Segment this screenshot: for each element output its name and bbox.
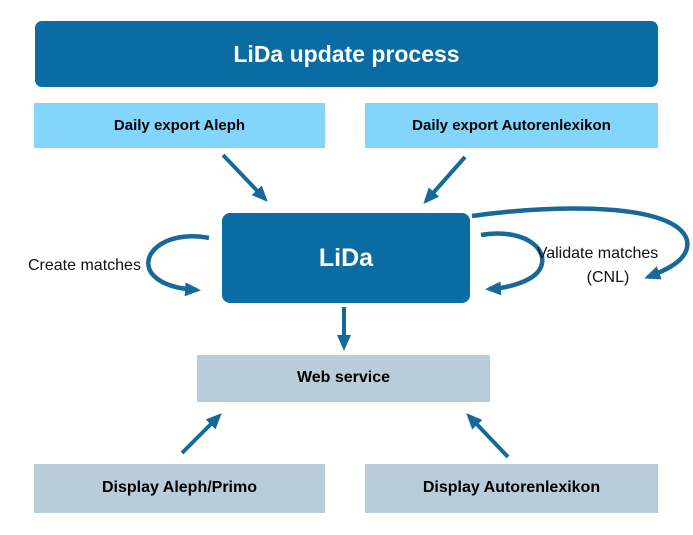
arrow-export-aleph-to-lida — [221, 153, 268, 202]
arrow-export-autorenlexikon-to-lida — [423, 155, 467, 204]
node-label: LiDa — [318, 243, 374, 272]
arrow-display-autorenlexikon-to-web-service — [466, 413, 510, 459]
arrow-create-matches-loop — [146, 234, 210, 297]
arrow-validate-matches-outer-arc — [471, 206, 690, 280]
node-label: Daily export Aleph — [113, 116, 246, 134]
node-label: Web service — [296, 369, 391, 387]
label-validate-matches-cnl: (CNL) — [586, 269, 630, 286]
node-label: Display Autorenlexikon — [422, 479, 601, 497]
node-daily-export-aleph: Daily export Aleph — [34, 103, 325, 148]
node-display-aleph-primo: Display Aleph/Primo — [34, 464, 325, 513]
node-web-service: Web service — [197, 355, 490, 402]
node-lida: LiDa — [222, 213, 470, 303]
label-create-matches: Create matches — [28, 257, 141, 274]
arrow-validate-matches-loop — [480, 231, 545, 296]
node-label: Daily export Autorenlexikon — [412, 116, 611, 134]
diagram-title-banner: LiDa update process — [35, 21, 658, 87]
node-label: Display Aleph/Primo — [102, 479, 257, 497]
node-display-autorenlexikon: Display Autorenlexikon — [365, 464, 658, 513]
node-daily-export-autorenlexikon: Daily export Autorenlexikon — [365, 103, 658, 148]
diagram-title: LiDa update process — [233, 40, 460, 67]
label-validate-matches: Validate matches — [536, 245, 659, 262]
arrow-display-aleph-to-web-service — [180, 413, 222, 455]
